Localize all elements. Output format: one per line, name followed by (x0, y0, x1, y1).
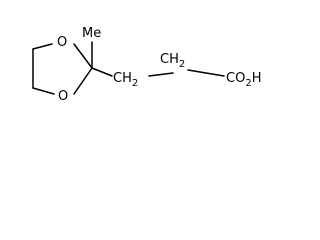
chemical-structure: Me O O CH2 CH2 CO2H (32, 26, 261, 104)
ch2-label-2-subscript: 2 (179, 59, 185, 70)
ch2-label-1-main: CH (113, 71, 132, 86)
carboxyl-label: CO2H (226, 71, 261, 89)
carboxyl-label-main: CO (226, 71, 245, 86)
methyl-label: Me (82, 26, 101, 41)
bond-o3-c2 (73, 67, 93, 95)
bond-c5-o3 (32, 87, 55, 95)
bond-o1-c4 (32, 43, 53, 50)
bond-o1-c2 (73, 43, 93, 69)
bond-ch2-ch2 (148, 72, 174, 77)
ring-oxygen-top-label: O (57, 35, 67, 50)
side-chain-bonds (91, 41, 225, 77)
ring-oxygen-bottom-label: O (58, 89, 68, 104)
carboxyl-label-h: H (252, 71, 262, 86)
bond-ch2-co2h (187, 69, 225, 77)
ch2-label-1-subscript: 2 (132, 78, 138, 89)
ch2-label-2: CH2 (160, 52, 185, 70)
ch2-label-1: CH2 (113, 71, 138, 89)
bond-c2-ch2 (91, 67, 113, 77)
dioxolane-ring (32, 43, 93, 95)
carboxyl-label-subscript: 2 (245, 78, 251, 89)
ch2-label-2-main: CH (160, 52, 179, 67)
